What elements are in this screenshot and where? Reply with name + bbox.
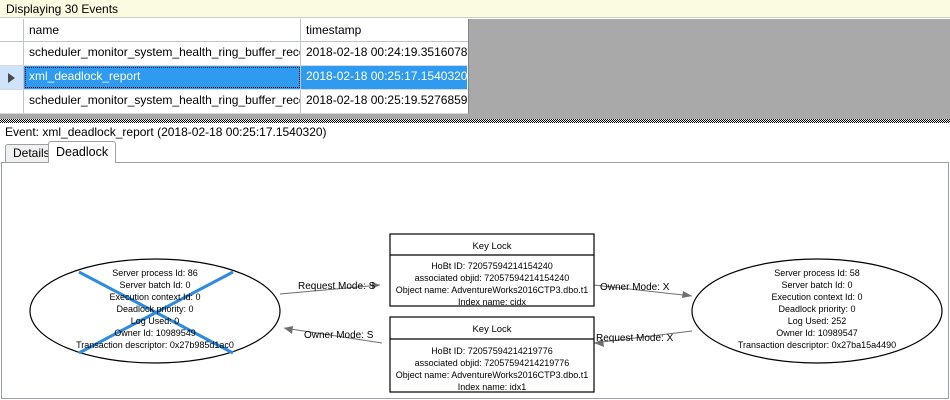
events-grid-region: name timestamp scheduler_monitor_system_… xyxy=(0,19,950,119)
edge-label-right-request: Request Mode: X xyxy=(596,333,674,344)
process-line: Server process Id: 86 xyxy=(112,268,198,278)
edge-left-request xyxy=(279,282,381,295)
row-selector[interactable] xyxy=(0,42,24,65)
cell-event-timestamp[interactable]: 2018-02-18 00:25:19.5276859 xyxy=(301,90,467,113)
victim-cross-icon xyxy=(78,270,234,355)
table-row[interactable]: scheduler_monitor_system_health_ring_buf… xyxy=(0,42,468,66)
resource-title: Key Lock xyxy=(472,324,511,335)
resource-node-key-lock-bottom[interactable]: Key Lock HoBt ID: 72057594214219776 asso… xyxy=(389,316,595,393)
pane-splitter[interactable] xyxy=(0,119,950,123)
edge-label-left-request: Request Mode: S xyxy=(298,281,376,292)
tab-details[interactable]: Details xyxy=(5,144,58,163)
resource-line: Index name: cidx xyxy=(458,297,527,307)
process-line: Transaction descriptor: 0x27ba15a4490 xyxy=(738,340,896,350)
table-row-selected[interactable]: xml_deadlock_report 2018-02-18 00:25:17.… xyxy=(0,66,468,90)
process-line: Server batch Id: 0 xyxy=(119,280,190,290)
tab-deadlock[interactable]: Deadlock xyxy=(48,141,117,163)
cell-event-name[interactable]: scheduler_monitor_system_health_ring_buf… xyxy=(24,42,301,65)
column-header-name[interactable]: name xyxy=(24,19,301,41)
resource-line: Object name: AdventureWorks2016CTP3.dbo.… xyxy=(396,285,588,295)
event-detail-header: Event: xml_deadlock_report (2018-02-18 0… xyxy=(0,123,950,141)
resource-title: Key Lock xyxy=(472,241,511,252)
row-selector[interactable] xyxy=(0,90,24,113)
resource-line: Object name: AdventureWorks2016CTP3.dbo.… xyxy=(396,370,588,380)
deadlock-graph-canvas[interactable]: Request Mode: S Owner Mode: X Owner Mode… xyxy=(1,162,949,399)
cell-event-timestamp[interactable]: 2018-02-18 00:25:17.1540320 xyxy=(301,66,467,89)
resource-line: HoBt ID: 72057594214154240 xyxy=(431,261,553,271)
current-row-arrow-icon xyxy=(8,72,15,83)
cell-event-name[interactable]: xml_deadlock_report xyxy=(24,66,301,89)
table-row[interactable]: scheduler_monitor_system_health_ring_buf… xyxy=(0,90,468,114)
resource-line: associated objid: 72057594214219776 xyxy=(415,358,570,368)
events-banner-text: Displaying 30 Events xyxy=(6,1,119,16)
resource-line: HoBt ID: 72057594214219776 xyxy=(431,346,553,356)
column-header-timestamp[interactable]: timestamp xyxy=(301,19,467,41)
process-node-right-process[interactable]: Server process Id: 58 Server batch Id: 0… xyxy=(691,258,943,364)
edge-label-right-owner: Owner Mode: X xyxy=(600,282,670,293)
process-line: Owner Id: 10989549 xyxy=(114,328,196,338)
process-line: Transaction descriptor: 0x27b985d1ac0 xyxy=(76,340,234,350)
edge-right-request xyxy=(593,330,693,347)
process-line: Execution context Id: 0 xyxy=(109,292,200,302)
cell-event-name[interactable]: scheduler_monitor_system_health_ring_buf… xyxy=(24,90,301,113)
grid-header-row: name timestamp xyxy=(0,19,468,42)
process-line: Server process Id: 58 xyxy=(774,268,860,278)
resource-node-key-lock-top[interactable]: Key Lock HoBt ID: 72057594214154240 asso… xyxy=(389,233,595,307)
resource-line: associated objid: 72057594214154240 xyxy=(415,273,570,283)
row-selector-active[interactable] xyxy=(0,66,24,89)
process-node-left-process[interactable]: Server process Id: 86 Server batch Id: 0… xyxy=(29,258,281,364)
process-line: Execution context Id: 0 xyxy=(771,292,862,302)
process-line: Owner Id: 10989547 xyxy=(776,328,858,338)
edge-label-left-owner: Owner Mode: S xyxy=(304,330,374,341)
process-line: Log Used: 0 xyxy=(131,316,180,326)
edge-left-owner xyxy=(283,326,383,344)
edge-right-owner xyxy=(593,284,693,298)
process-line: Deadlock priority: 0 xyxy=(778,304,855,314)
process-line: Deadlock priority: 0 xyxy=(116,304,193,314)
events-banner: Displaying 30 Events xyxy=(0,0,950,18)
process-line: Server batch Id: 0 xyxy=(781,280,852,290)
process-line: Log Used: 252 xyxy=(788,316,847,326)
resource-line: Index name: idx1 xyxy=(458,382,527,392)
events-grid[interactable]: name timestamp scheduler_monitor_system_… xyxy=(0,19,469,114)
detail-tabstrip: Details Deadlock xyxy=(0,141,950,163)
header-row-selector-cell xyxy=(0,19,24,41)
cell-event-timestamp[interactable]: 2018-02-18 00:24:19.3516078 xyxy=(301,42,467,65)
